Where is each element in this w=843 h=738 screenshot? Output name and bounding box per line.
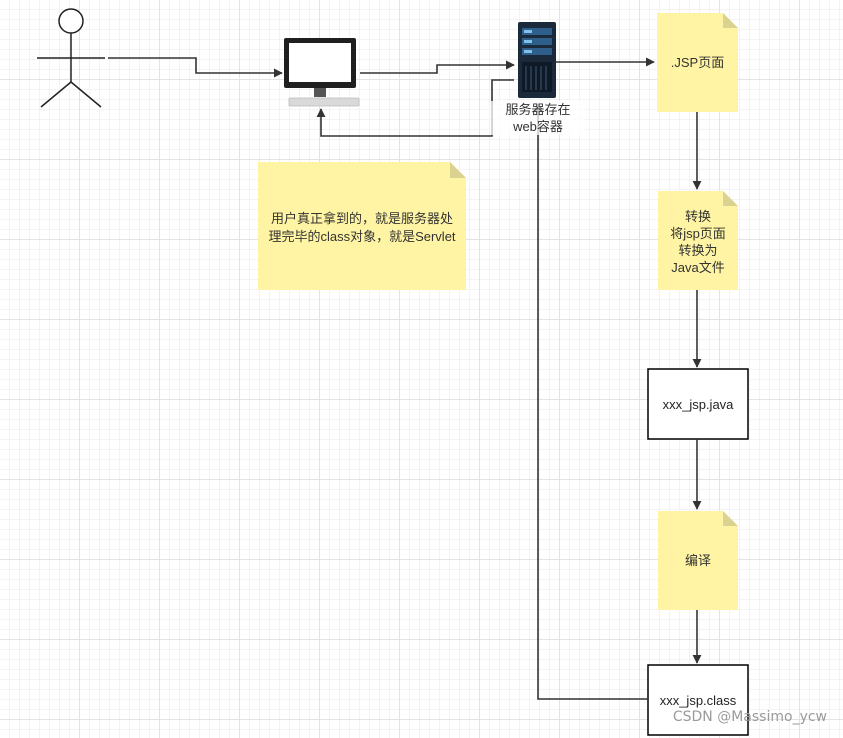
edge-user-to-pc	[108, 57, 283, 78]
box-class-file-text: xxx_jsp.class	[659, 693, 737, 708]
note-jsp-page	[657, 13, 738, 112]
box-java-file-text: xxx_jsp.java	[662, 397, 734, 412]
edge-class-to-server	[533, 103, 648, 700]
note-compile	[658, 511, 738, 610]
csdn-watermark: CSDN @Massimo_ycw	[672, 709, 827, 725]
box-class-file	[647, 664, 749, 736]
server-label: 服务器存在 web容器	[490, 101, 586, 135]
server-rack-icon	[518, 22, 556, 98]
note-user-receives-text: 用户真正拿到的，就是服务器处 理完毕的class对象，就是Servlet	[268, 211, 456, 244]
note-compile-text: 编译	[684, 553, 711, 568]
edge-server-to-pc	[316, 79, 514, 137]
edge-pc-to-server	[360, 60, 515, 74]
stick-figure-user-icon	[37, 8, 105, 108]
box-java-file	[647, 368, 749, 440]
desktop-monitor-icon	[284, 38, 360, 107]
note-user-receives	[258, 162, 466, 290]
note-convert-text: 转换 将jsp页面 转换为 Java文件	[670, 209, 726, 275]
note-jsp-page-text: .JSP页面	[670, 55, 725, 70]
note-convert	[658, 191, 738, 290]
